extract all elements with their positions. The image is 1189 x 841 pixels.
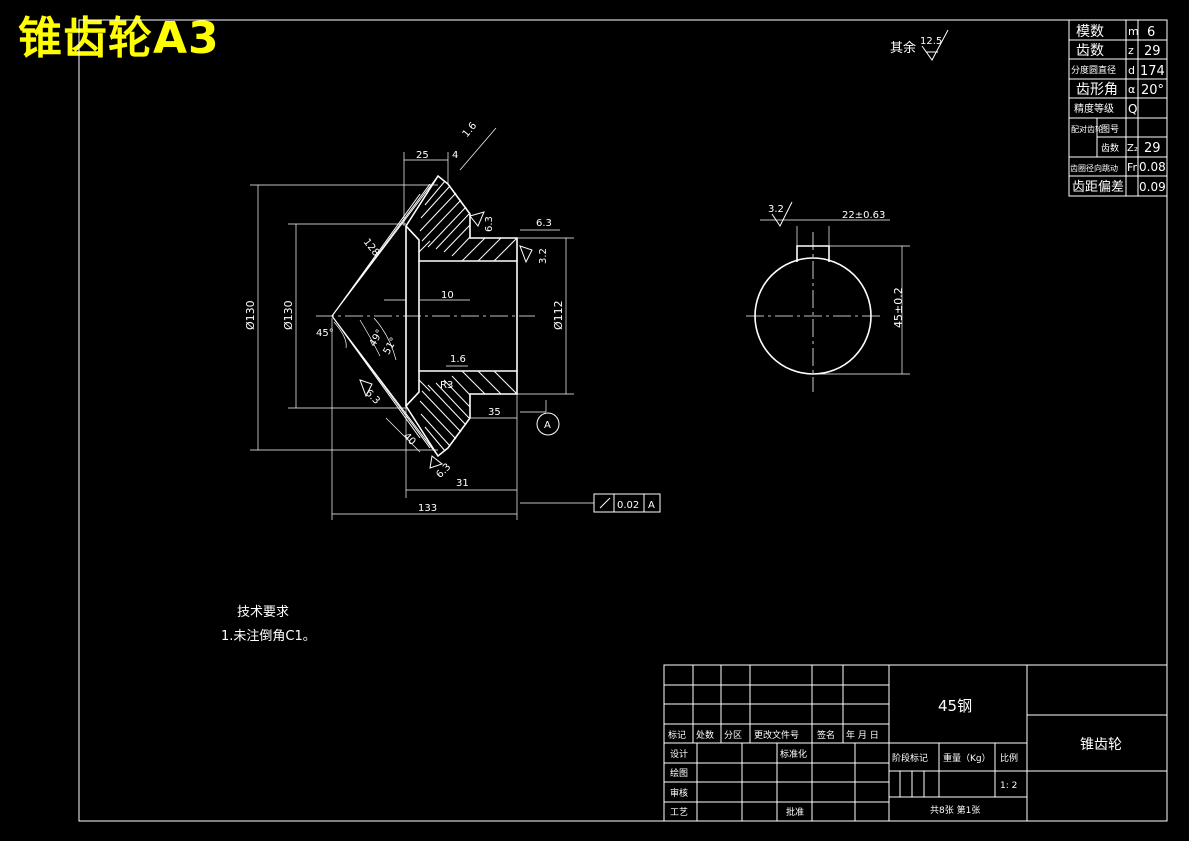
svg-text:20°: 20° xyxy=(1141,83,1164,98)
dim-35: 35 xyxy=(488,407,501,418)
svg-text:Z₂: Z₂ xyxy=(1127,143,1138,154)
svg-text:d: d xyxy=(1128,64,1135,77)
drawing-title: 锥齿轮A3 xyxy=(18,13,220,64)
svg-text:Fr: Fr xyxy=(1127,161,1138,174)
dim-133: 133 xyxy=(418,503,437,514)
keyway-depth: 45±0.2 xyxy=(892,287,905,328)
dim-phi130-outer: Ø130 xyxy=(244,300,257,330)
keyway-width: 22±0.63 xyxy=(842,210,885,221)
rough-6-3-b: 6.3 xyxy=(536,218,552,229)
param-label-pitch-dia: 分度圆直径 xyxy=(1071,64,1116,76)
scale: 1: 2 xyxy=(1000,781,1017,791)
svg-text:年 月 日: 年 月 日 xyxy=(846,729,879,741)
tech-item-1: 1.未注倒角C1。 xyxy=(221,629,316,644)
svg-text:齿数: 齿数 xyxy=(1101,142,1119,154)
svg-text:0.08: 0.08 xyxy=(1139,160,1166,174)
roughness-prefix: 其余 xyxy=(890,40,916,56)
svg-text:分区: 分区 xyxy=(724,730,742,741)
dim-10: 10 xyxy=(441,290,454,301)
gear-side-view: 22±0.63 3.2 45±0.2 xyxy=(746,201,910,392)
rough-1-6-inner: 1.6 xyxy=(450,354,466,365)
svg-text:标准化: 标准化 xyxy=(780,748,807,760)
svg-text:比例: 比例 xyxy=(1000,752,1018,764)
angle-51: 51° xyxy=(382,336,400,357)
dim-4: 4 xyxy=(452,150,458,161)
svg-text:标记: 标记 xyxy=(668,729,686,741)
svg-text:图号: 图号 xyxy=(1101,124,1119,135)
params-table: 模数 m 6 齿数 z 29 分度圆直径 d 174 齿形角 α 20° 精度等… xyxy=(1068,19,1168,197)
param-label-accuracy: 精度等级 xyxy=(1074,102,1114,115)
param-label-module: 模数 xyxy=(1076,24,1104,40)
param-label-mating-gear: 配对齿轮 xyxy=(1071,124,1103,134)
svg-text:更改文件号: 更改文件号 xyxy=(754,729,799,741)
dim-phi112: Ø112 xyxy=(552,300,565,330)
roughness-value: 12.5 xyxy=(920,36,942,47)
gear-section-view: Ø130 Ø130 Ø112 25 4 1.6 6.3 6.3 3.2 128 xyxy=(244,121,661,520)
keyway-roughness: 3.2 xyxy=(768,204,784,215)
svg-text:29: 29 xyxy=(1144,44,1161,59)
runout-frame xyxy=(593,493,661,513)
sheet-border xyxy=(78,19,1168,822)
svg-text:29: 29 xyxy=(1144,141,1161,156)
svg-text:工艺: 工艺 xyxy=(670,807,688,818)
lower-section-outline xyxy=(404,370,518,458)
svg-text:6: 6 xyxy=(1147,25,1155,40)
dim-40: 40 xyxy=(401,431,418,448)
svg-text:处数: 处数 xyxy=(696,729,714,741)
rough-1-6-top: 1.6 xyxy=(461,121,480,140)
upper-section-outline xyxy=(404,174,518,262)
datum-a-circle xyxy=(536,412,560,436)
svg-text:0.09: 0.09 xyxy=(1139,180,1166,194)
svg-text:174: 174 xyxy=(1140,64,1165,79)
svg-text:批准: 批准 xyxy=(786,806,804,818)
svg-text:z: z xyxy=(1128,44,1134,57)
svg-text:α: α xyxy=(1128,83,1135,96)
svg-text:绘图: 绘图 xyxy=(670,767,688,779)
svg-text:阶段标记: 阶段标记 xyxy=(892,752,928,764)
title-block: 标记 处数 分区 更改文件号 签名 年 月 日 设计 标准化 绘图 审核 工艺 … xyxy=(663,664,1168,822)
dim-31: 31 xyxy=(456,478,469,489)
rough-6-3-a: 6.3 xyxy=(484,216,495,232)
param-label-pressure-angle: 齿形角 xyxy=(1076,82,1118,98)
angle-45: 45° xyxy=(316,328,334,339)
param-label-pitch-dev: 齿距偏差 xyxy=(1072,180,1124,195)
rough-3-2-a: 3.2 xyxy=(538,248,549,264)
svg-text:重量（Kg）: 重量（Kg） xyxy=(943,752,991,764)
svg-text:签名: 签名 xyxy=(817,729,835,741)
sheet-count: 共8张 第1张 xyxy=(930,804,980,816)
param-label-teeth: 齿数 xyxy=(1076,43,1104,59)
rough-6-3-d: 6.3 xyxy=(434,462,453,481)
tech-heading: 技术要求 xyxy=(237,605,289,620)
runout-arrow-icon xyxy=(599,497,611,509)
rough-6-3-c: 6.3 xyxy=(363,388,382,407)
svg-text:Q: Q xyxy=(1128,102,1137,116)
part-name: 锥齿轮 xyxy=(1080,737,1122,753)
svg-text:设计: 设计 xyxy=(670,748,688,760)
runout-ref: A xyxy=(648,500,655,511)
runout-value: 0.02 xyxy=(617,500,639,511)
datum-a: A xyxy=(544,420,551,431)
dim-phi130-inner: Ø130 xyxy=(282,300,295,330)
dim-25: 25 xyxy=(416,150,429,161)
fillet-r3: R3 xyxy=(440,380,453,391)
param-label-runout: 齿圈径向跳动 xyxy=(1070,163,1118,173)
roughness-symbol xyxy=(921,29,949,61)
svg-text:审核: 审核 xyxy=(670,787,688,799)
material: 45钢 xyxy=(938,697,972,715)
svg-text:m: m xyxy=(1128,25,1139,38)
